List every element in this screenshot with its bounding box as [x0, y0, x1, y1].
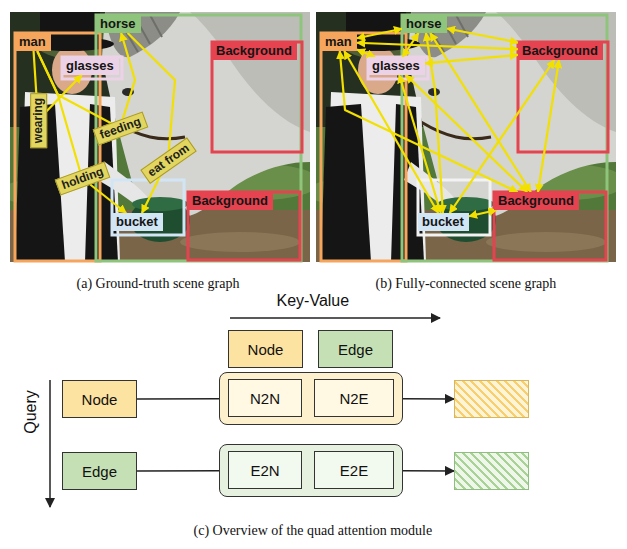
node-text: E2E [340, 462, 368, 479]
node-text: glasses [372, 57, 420, 75]
output-box [454, 380, 529, 418]
flow-arrow [403, 470, 454, 472]
node-text: horse [100, 15, 135, 33]
key-value-arrow [230, 317, 440, 319]
illustration-shape [368, 57, 428, 79]
caption: (c) Overview of the quad attention modul… [194, 523, 433, 539]
node-text: glasses [66, 57, 114, 75]
feature-box: Node [62, 380, 137, 418]
photo-b [306, 7, 626, 262]
relation-arrow [538, 60, 559, 192]
attention-group: N2N N2E [219, 372, 403, 425]
node-text: Edge [82, 463, 117, 480]
node-text: Background [192, 192, 268, 210]
node-text: E2N [250, 462, 279, 479]
query-arrow [49, 380, 51, 507]
attention-block: N2N [228, 379, 302, 417]
flow-arrow [137, 398, 219, 400]
relation-arrow [426, 33, 443, 213]
object-tag: bucket [418, 213, 469, 231]
object-tag: horse [402, 15, 447, 33]
bounding-boxes [15, 15, 608, 261]
node-text: man [325, 33, 352, 51]
relation-arrow [357, 29, 402, 38]
object-tag: horse [96, 15, 141, 33]
object-tag: glasses [62, 57, 119, 75]
object-tag: glasses [368, 57, 425, 75]
feature-box: Node [228, 330, 303, 368]
attention-block: E2E [314, 451, 394, 489]
axis-label: Key-Value [277, 292, 350, 310]
node-text: horse [406, 15, 441, 33]
node-text: N2E [339, 390, 368, 407]
illustration-shape [188, 192, 300, 260]
illustration-shape [112, 180, 184, 235]
node-text: bucket [116, 213, 158, 231]
node-text: Background [216, 42, 292, 60]
node-text: Background [522, 42, 598, 60]
relation-arrow [469, 210, 497, 216]
node-text: Background [498, 192, 574, 210]
relation-arrow [447, 28, 518, 42]
flow-arrow [403, 398, 454, 400]
relation-arrow [425, 55, 518, 64]
feature-box: Edge [62, 452, 137, 490]
caption: (a) Ground-truth scene graph [77, 276, 240, 292]
node-text: Edge [338, 341, 373, 358]
output-box [454, 452, 529, 490]
node-text: bucket [422, 213, 464, 231]
illustration-shape [494, 192, 606, 260]
node-text: Node [82, 391, 118, 408]
object-tag: Background [518, 42, 603, 60]
relation-arrow [403, 33, 419, 57]
illustration-shape [212, 42, 302, 152]
node-text: man [19, 33, 46, 51]
relation-arrow [406, 75, 527, 192]
node-text: N2N [250, 390, 280, 407]
object-tag: man [15, 33, 51, 51]
object-tag: Background [494, 192, 579, 210]
relation-label: wearing [30, 92, 47, 147]
attention-group: E2N E2E [219, 444, 403, 497]
object-tag: Background [212, 42, 297, 60]
attention-block: N2E [314, 379, 394, 417]
photo-a [0, 7, 320, 262]
object-tag: bucket [112, 213, 163, 231]
object-tag: man [321, 33, 357, 51]
illustration-shape [62, 57, 122, 79]
flow-arrow [137, 470, 219, 472]
feature-box: Edge [318, 330, 393, 368]
arrow-head [34, 28, 559, 470]
node-text: Node [248, 341, 284, 358]
object-tag: Background [188, 192, 273, 210]
attention-block: E2N [228, 451, 302, 489]
axis-label: Query [22, 390, 40, 434]
relation-arrow [357, 50, 375, 57]
caption: (b) Fully-connected scene graph [376, 276, 557, 292]
illustration-shape [402, 15, 607, 261]
illustration-shape [518, 42, 608, 152]
